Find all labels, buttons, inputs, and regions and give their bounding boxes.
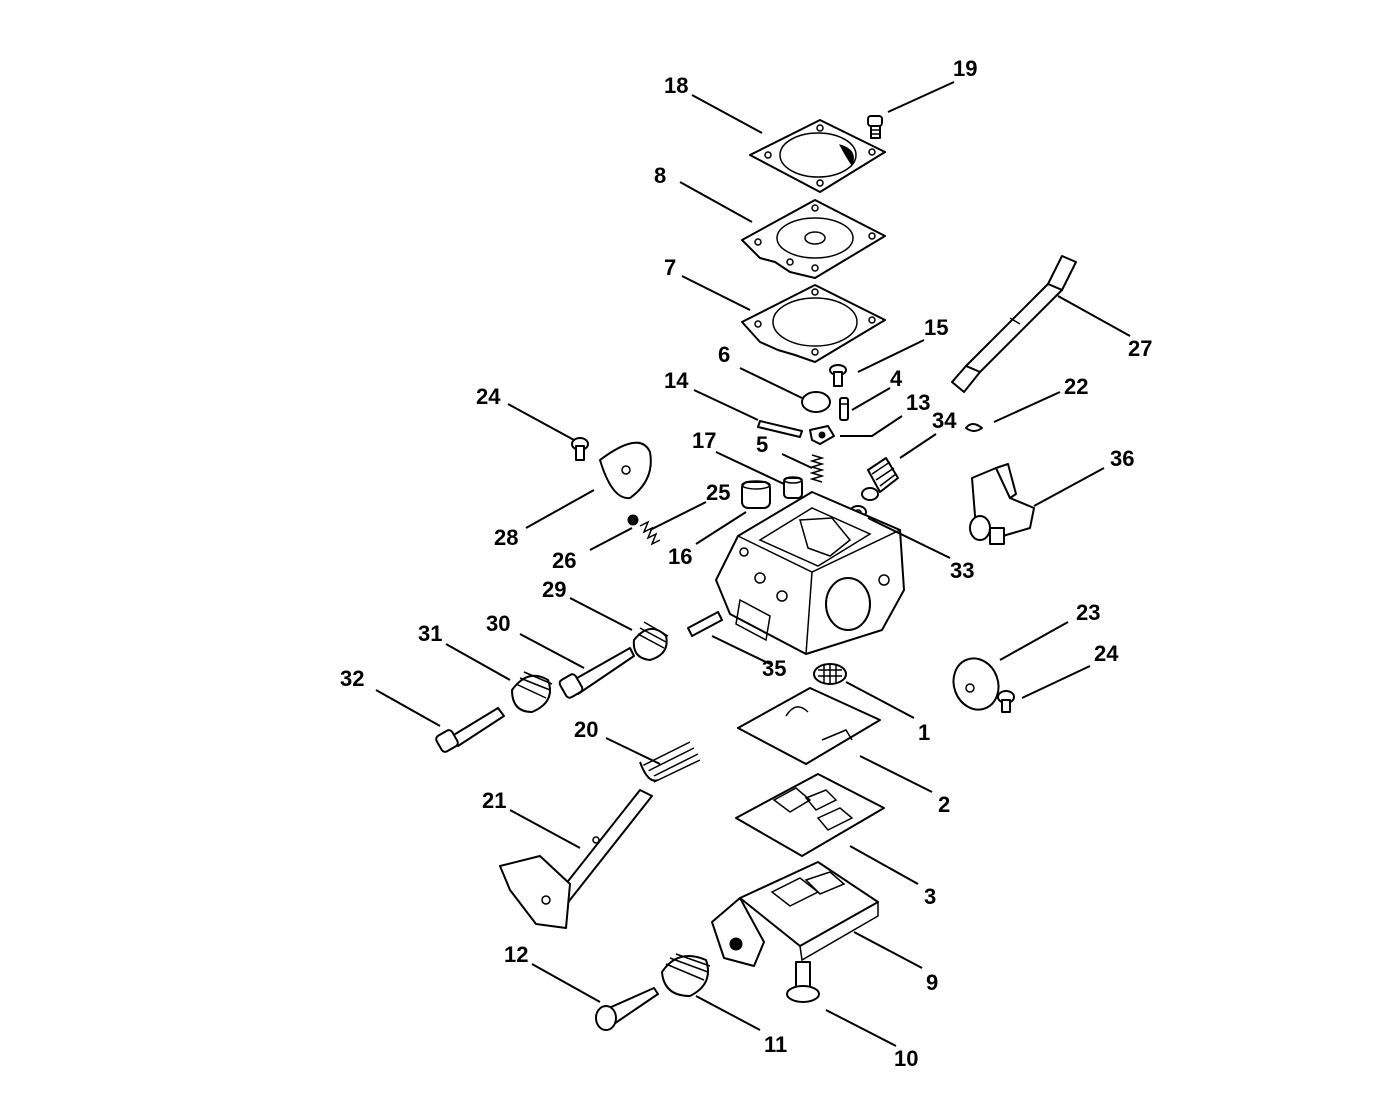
label-14: 14 bbox=[664, 368, 689, 393]
part-24-screw-left bbox=[571, 437, 589, 461]
part-15-screw bbox=[829, 364, 847, 387]
part-3-gasket bbox=[735, 773, 885, 857]
label-10: 10 bbox=[894, 1046, 918, 1071]
part-4-needle bbox=[839, 397, 849, 421]
part-25-spring bbox=[639, 520, 661, 546]
label-35: 35 bbox=[762, 656, 786, 681]
label-2: 2 bbox=[938, 792, 950, 817]
part-27-shaft bbox=[951, 255, 1077, 393]
part-1-strainer bbox=[813, 663, 847, 685]
label-18: 18 bbox=[664, 73, 688, 98]
label-24-left: 24 bbox=[476, 384, 501, 409]
label-9: 9 bbox=[926, 970, 938, 995]
part-13-lever bbox=[809, 425, 835, 445]
carburetor-body bbox=[715, 491, 905, 655]
label-25: 25 bbox=[706, 480, 730, 505]
part-5-spring bbox=[809, 454, 825, 483]
part-24-screw-right bbox=[997, 690, 1015, 713]
part-9-pump-body bbox=[711, 861, 879, 967]
part-30-screw bbox=[558, 647, 635, 699]
part-20-spring bbox=[639, 741, 701, 783]
part-32-screw bbox=[435, 707, 505, 753]
label-17: 17 bbox=[692, 428, 716, 453]
label-30: 30 bbox=[486, 611, 510, 636]
part-36-fitting bbox=[969, 463, 1035, 545]
label-16: 16 bbox=[668, 544, 692, 569]
part-7-gasket bbox=[741, 284, 886, 363]
part-18-cover bbox=[749, 119, 886, 193]
label-5: 5 bbox=[756, 432, 768, 457]
label-28: 28 bbox=[494, 525, 518, 550]
label-11: 11 bbox=[764, 1032, 787, 1057]
part-17-plug bbox=[783, 476, 803, 499]
label-36: 36 bbox=[1110, 446, 1134, 471]
part-22-clip bbox=[965, 423, 983, 432]
part-12-screw bbox=[595, 987, 659, 1031]
label-26: 26 bbox=[552, 548, 576, 573]
label-4: 4 bbox=[890, 366, 903, 391]
label-15: 15 bbox=[924, 315, 948, 340]
label-31: 31 bbox=[418, 621, 442, 646]
part-29-spring bbox=[632, 621, 669, 661]
label-33: 33 bbox=[950, 558, 974, 583]
part-8-diaphragm bbox=[741, 199, 886, 279]
label-27: 27 bbox=[1128, 336, 1152, 361]
label-23: 23 bbox=[1076, 600, 1100, 625]
leader-lines bbox=[375, 81, 1131, 1047]
part-2-gasket bbox=[737, 687, 881, 765]
label-3: 3 bbox=[924, 884, 936, 909]
part-14-pin bbox=[757, 420, 803, 438]
part-10-screw bbox=[786, 961, 820, 1003]
label-20: 20 bbox=[574, 717, 598, 742]
label-21: 21 bbox=[482, 788, 506, 813]
label-34: 34 bbox=[932, 408, 957, 433]
label-12: 12 bbox=[504, 942, 528, 967]
label-6: 6 bbox=[718, 342, 730, 367]
callout-labels: 18 19 8 7 15 6 4 14 13 24 34 22 27 17 5 … bbox=[340, 56, 1152, 1071]
label-32: 32 bbox=[340, 666, 364, 691]
label-13: 13 bbox=[906, 390, 930, 415]
label-24-right: 24 bbox=[1094, 641, 1119, 666]
part-28-shutter bbox=[599, 441, 652, 500]
label-7: 7 bbox=[664, 255, 676, 280]
part-19-screw bbox=[867, 115, 883, 139]
label-8: 8 bbox=[654, 163, 666, 188]
part-6-disc bbox=[801, 391, 831, 413]
part-26-ball bbox=[627, 514, 639, 526]
part-21-choke-shaft bbox=[499, 789, 653, 929]
part-16-plug bbox=[741, 480, 771, 509]
part-11-spring bbox=[661, 953, 711, 997]
label-19: 19 bbox=[953, 56, 977, 81]
part-23-shutter bbox=[952, 657, 1000, 711]
label-1: 1 bbox=[918, 720, 930, 745]
part-31-spring bbox=[511, 671, 553, 713]
label-22: 22 bbox=[1064, 374, 1088, 399]
part-34-cap bbox=[861, 457, 899, 501]
label-29: 29 bbox=[542, 577, 566, 602]
part-35-pin bbox=[687, 611, 723, 637]
